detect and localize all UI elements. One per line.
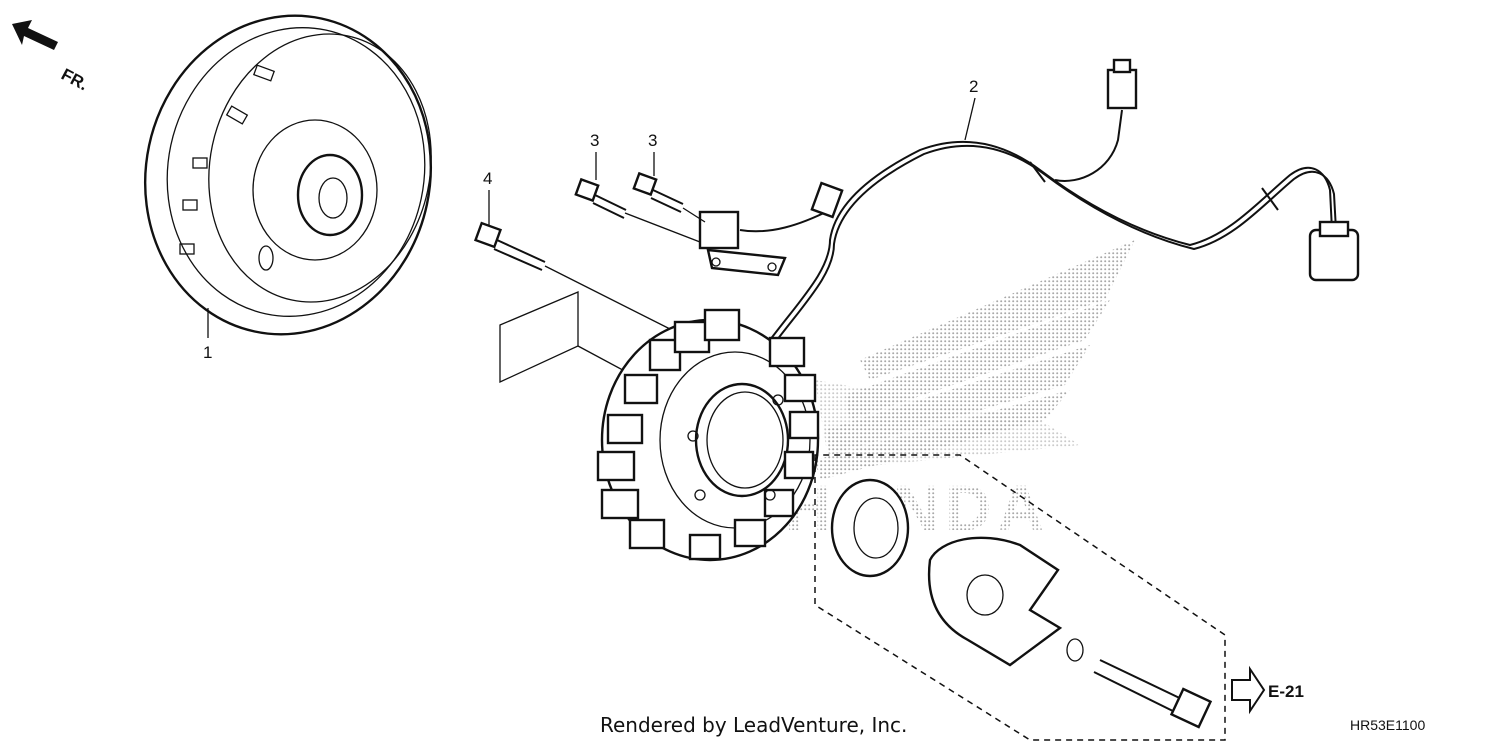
front-label: FR.	[58, 65, 91, 95]
stator-bolt	[473, 221, 546, 271]
diagram-code: HR53E1100	[1350, 717, 1425, 733]
callout-2: 2	[969, 77, 978, 96]
wire-harness	[739, 58, 1360, 345]
front-marker: FR.	[12, 20, 91, 94]
stator	[499, 291, 820, 562]
reference-arrow-icon	[1231, 665, 1266, 715]
honda-wing-watermark-icon: HONDA	[785, 240, 1135, 544]
flange-bolt	[632, 171, 684, 213]
callout-4: 4	[483, 169, 492, 188]
callout-3a: 3	[590, 131, 599, 150]
pulse-sensor	[698, 210, 787, 277]
reference-marker[interactable]: E-21	[1231, 665, 1304, 715]
reference-label[interactable]: E-21	[1268, 682, 1304, 701]
watermark-text: HONDA	[785, 472, 1050, 544]
flywheel	[143, 14, 433, 336]
credit-text: Rendered by LeadVenture, Inc.	[600, 713, 907, 737]
callout-3b: 3	[648, 131, 657, 150]
callout-1: 1	[203, 343, 212, 362]
flange-bolt	[574, 177, 627, 219]
starter-clutch-group	[814, 454, 1226, 741]
front-arrow-icon	[12, 20, 58, 50]
